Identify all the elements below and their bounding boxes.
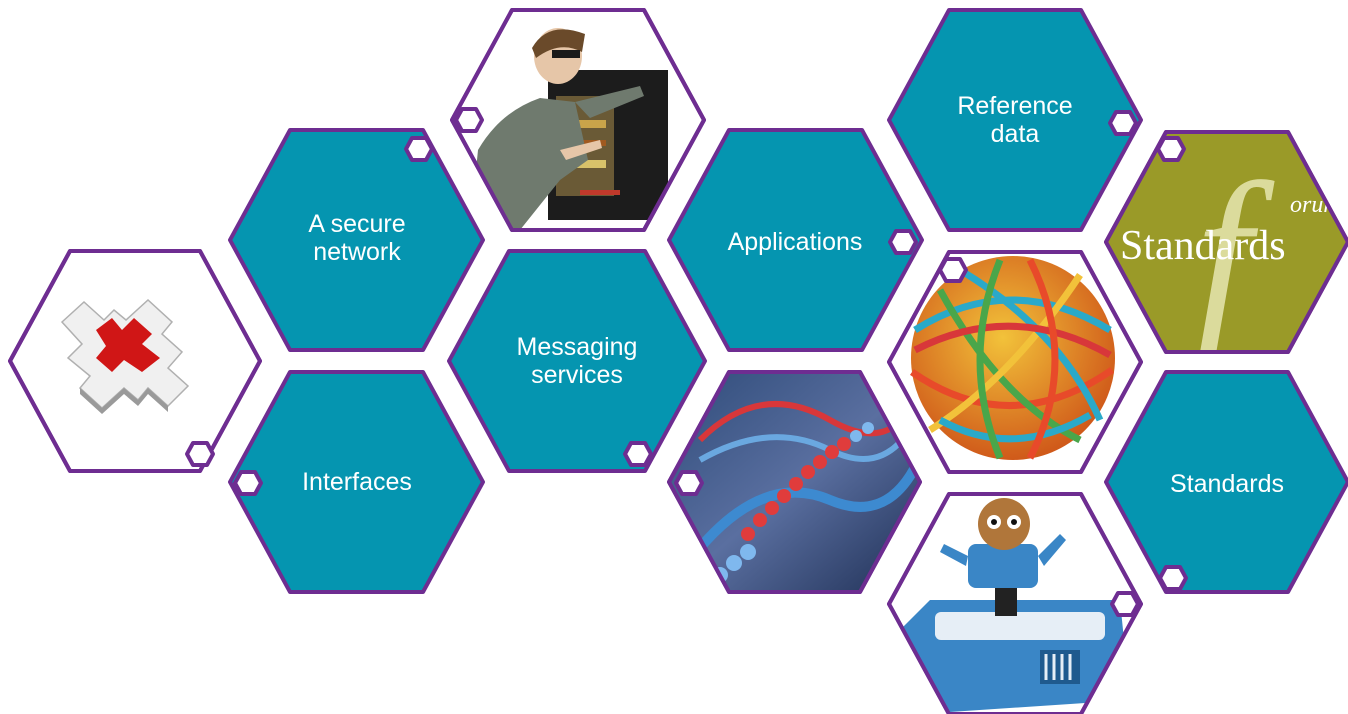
connector-knob	[1110, 591, 1140, 617]
connector-knob	[185, 441, 215, 467]
standards-hexagon	[1104, 370, 1348, 594]
connector-knob	[233, 470, 263, 496]
image-hexagon-outline	[887, 492, 1143, 714]
connector-knob	[888, 229, 918, 255]
rubber-band-ball-image-hexagon	[887, 250, 1143, 474]
standards-forum-logo: f orum Standards	[1106, 132, 1348, 352]
rubber-band-ball-image	[910, 256, 1115, 460]
connector-knob	[1158, 565, 1188, 591]
image-hexagon-outline	[450, 8, 706, 232]
robot-mailbox-image	[890, 498, 1130, 714]
connector-knob	[674, 470, 704, 496]
applications-hexagon	[667, 128, 924, 352]
connector-knob	[1156, 136, 1186, 162]
standards-forum-logo-hexagon: f orum Standards	[1104, 130, 1348, 354]
image-hexagon-outline	[8, 249, 262, 473]
standards-logo-text: Standards	[1120, 223, 1286, 269]
puzzle-image-hexagon	[8, 249, 262, 473]
connector-knobs	[185, 107, 1188, 617]
image-hexagon-outline	[1104, 130, 1348, 354]
connector-knob	[623, 441, 653, 467]
connector-knob	[404, 136, 434, 162]
messaging-services-hexagon	[447, 249, 707, 473]
robot-mailbox-image-hexagon	[887, 492, 1143, 714]
puzzle-pieces-image	[60, 298, 190, 414]
connector-knob	[1108, 110, 1138, 136]
computer-technician-image	[470, 28, 668, 230]
secure-network-hexagon	[228, 128, 485, 352]
image-hexagon-outline	[887, 250, 1143, 474]
interfaces-hexagon	[228, 370, 485, 594]
technician-image-hexagon	[450, 8, 706, 232]
reference-data-hexagon	[887, 8, 1143, 232]
image-hexagon-outline	[667, 370, 922, 594]
connector-knob	[454, 107, 484, 133]
connector-knob	[938, 257, 968, 283]
dna-image-hexagon	[667, 370, 922, 594]
